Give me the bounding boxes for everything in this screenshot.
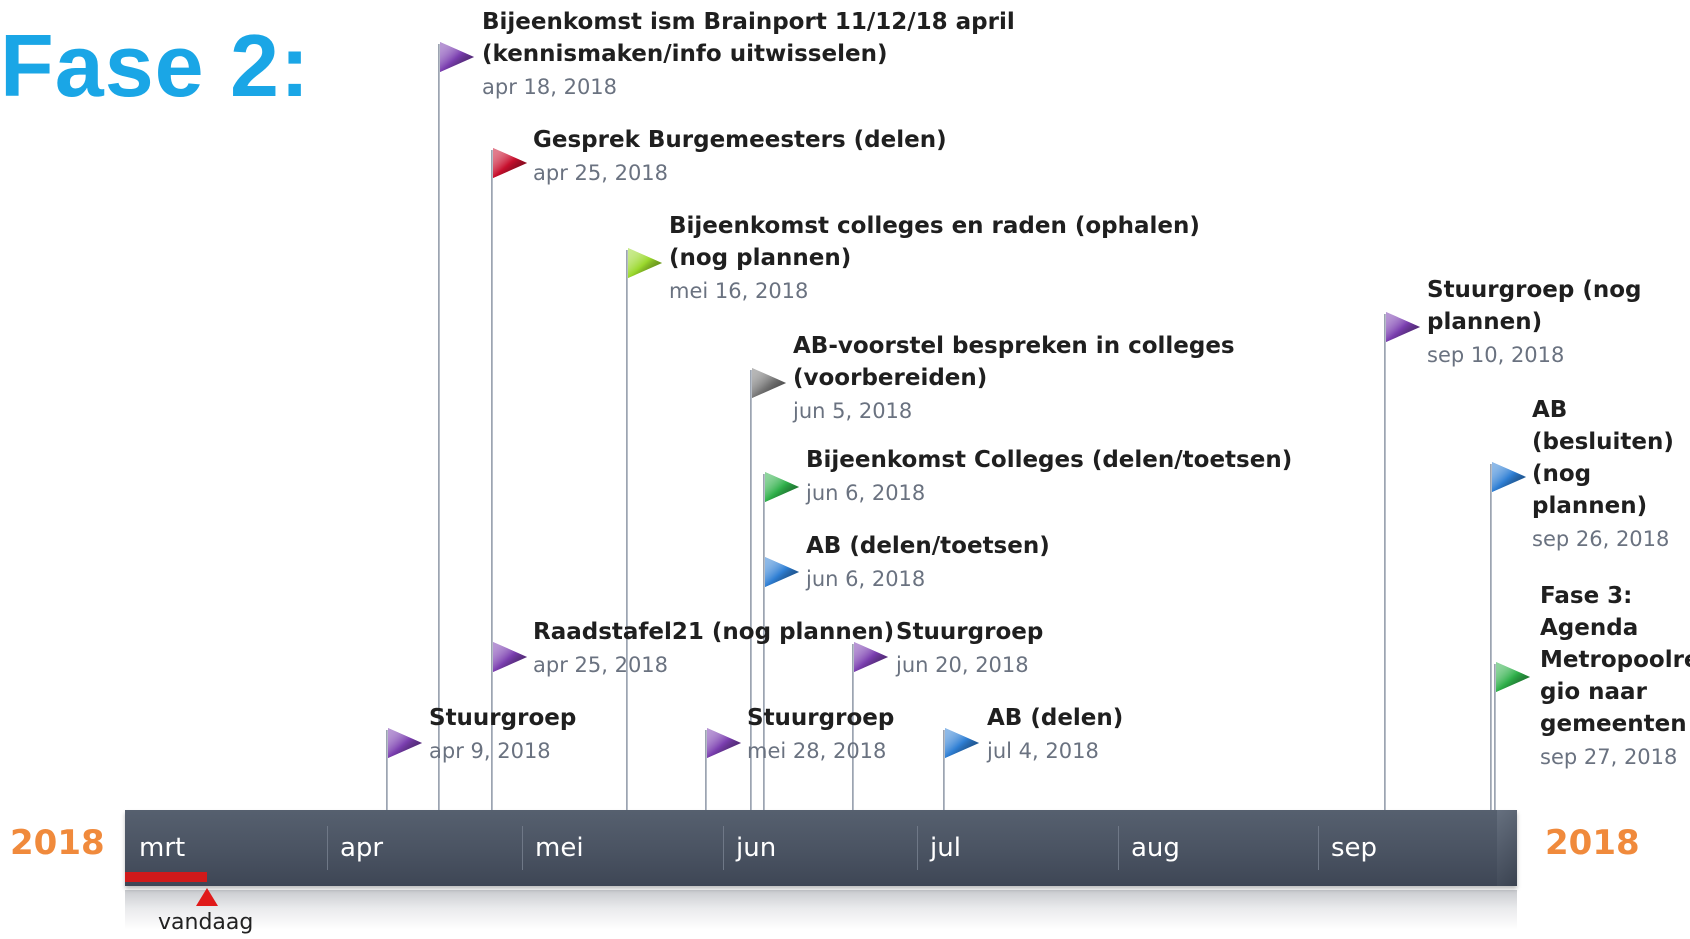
milestone-title: Stuurgroep	[896, 619, 1044, 645]
year-label-right: 2018	[1545, 823, 1640, 863]
milestone-title: Stuurgroep	[429, 705, 577, 731]
milestone-label: AB (besluiten) (nog plannen) sep 26, 2018	[1532, 394, 1674, 556]
milestone-label: Bijeenkomst colleges en raden (ophalen) (…	[669, 210, 1200, 308]
milestone-label: AB (delen/toetsen) jun 6, 2018	[806, 530, 1050, 596]
milestone-label: AB-voorstel bespreken in colleges (voorbe…	[793, 330, 1235, 428]
milestone-stem	[705, 730, 707, 810]
milestone-date: sep 10, 2018	[1427, 343, 1565, 367]
milestone-flag-icon	[440, 40, 474, 74]
milestone-title: AB-voorstel bespreken in colleges	[793, 333, 1235, 359]
milestone-date: jun 5, 2018	[793, 399, 913, 423]
milestone-stem	[491, 644, 493, 810]
milestone-flag-icon	[493, 146, 527, 180]
month-label-jul: jul	[917, 826, 961, 870]
milestone-label: Stuurgroep apr 9, 2018	[429, 702, 576, 768]
milestone-title: (besluiten)	[1532, 429, 1674, 455]
timeline-band	[125, 810, 1517, 886]
milestone-title: Fase 3:	[1540, 583, 1633, 609]
milestone-title: (kennismaken/info uitwisselen)	[482, 41, 888, 67]
milestone-title: Metropoolre	[1540, 647, 1690, 673]
month-label-mei: mei	[522, 826, 584, 870]
milestone-title: gemeenten	[1540, 711, 1687, 737]
milestone-stem	[491, 150, 493, 810]
month-label-aug: aug	[1118, 826, 1180, 870]
timeline-end-tip	[1497, 810, 1517, 886]
milestone-label: Bijeenkomst Colleges (delen/toetsen) jun …	[806, 444, 1292, 510]
milestone-title: plannen)	[1532, 493, 1648, 519]
milestone-label: Stuurgroep mei 28, 2018	[747, 702, 894, 768]
milestone-date: apr 18, 2018	[482, 75, 618, 99]
milestone-label: Raadstafel21 (nog plannen) apr 25, 2018	[533, 616, 894, 682]
milestone-flag-icon	[765, 470, 799, 504]
milestone-stem	[1490, 464, 1492, 810]
milestone-title: AB (delen/toetsen)	[806, 533, 1050, 559]
milestone-title: (voorbereiden)	[793, 365, 988, 391]
milestone-title: Stuurgroep	[747, 705, 895, 731]
milestone-date: sep 26, 2018	[1532, 527, 1670, 551]
milestone-date: sep 27, 2018	[1540, 745, 1678, 769]
month-label-mrt: mrt	[139, 833, 186, 863]
milestone-date: apr 25, 2018	[533, 653, 669, 677]
today-label: vandaag	[158, 910, 254, 935]
milestone-stem	[1384, 314, 1386, 810]
milestone-date: jun 6, 2018	[806, 567, 926, 591]
month-label-sep: sep	[1318, 826, 1377, 870]
milestone-flag-icon	[628, 246, 662, 280]
milestone-date: apr 25, 2018	[533, 161, 669, 185]
today-marker-icon	[196, 888, 218, 906]
milestone-date: jul 4, 2018	[987, 739, 1099, 763]
milestone-label: Stuurgroep jun 20, 2018	[896, 616, 1043, 682]
milestone-flag-icon	[707, 726, 741, 760]
milestone-date: mei 16, 2018	[669, 279, 809, 303]
milestone-title: Gesprek Burgemeesters (delen)	[533, 127, 947, 153]
milestone-title: (nog plannen)	[669, 245, 852, 271]
timeline-shadow	[125, 890, 1517, 930]
milestone-flag-icon	[854, 640, 888, 674]
milestone-stem	[943, 730, 945, 810]
milestone-label: Bijeenkomst ism Brainport 11/12/18 april…	[482, 6, 1015, 104]
milestone-label: Gesprek Burgemeesters (delen) apr 25, 201…	[533, 124, 947, 190]
milestone-date: jun 20, 2018	[896, 653, 1029, 677]
milestone-title: Bijeenkomst Colleges (delen/toetsen)	[806, 447, 1293, 473]
milestone-stem	[750, 370, 752, 810]
milestone-title: AB	[1532, 397, 1568, 423]
milestone-title: gio naar	[1540, 679, 1647, 705]
milestone-stem	[1494, 664, 1496, 810]
milestone-title: Agenda	[1540, 615, 1639, 641]
milestone-title: plannen)	[1427, 309, 1543, 335]
milestone-flag-icon	[1386, 310, 1420, 344]
page-title: Fase 2:	[0, 16, 311, 115]
milestone-flag-icon	[765, 555, 799, 589]
milestone-title: Bijeenkomst colleges en raden (ophalen)	[669, 213, 1200, 239]
milestone-stem	[763, 559, 765, 810]
milestone-stem	[386, 730, 388, 810]
month-label-jun: jun	[723, 826, 776, 870]
year-label-left: 2018	[10, 823, 105, 863]
milestone-title: AB (delen)	[987, 705, 1124, 731]
milestone-flag-icon	[388, 726, 422, 760]
milestone-title: Raadstafel21 (nog plannen)	[533, 619, 895, 645]
milestone-stem	[852, 644, 854, 810]
milestone-label: AB (delen) jul 4, 2018	[987, 702, 1123, 768]
milestone-title: Bijeenkomst ism Brainport 11/12/18 april	[482, 9, 1015, 35]
month-label-apr: apr	[327, 826, 383, 870]
milestone-label: Stuurgroep (nog plannen) sep 10, 2018	[1427, 274, 1641, 372]
milestone-date: jun 6, 2018	[806, 481, 926, 505]
today-progress-bar	[125, 872, 207, 882]
milestone-stem	[438, 44, 440, 810]
milestone-stem	[626, 250, 628, 810]
milestone-date: mei 28, 2018	[747, 739, 887, 763]
milestone-flag-icon	[1496, 660, 1530, 694]
milestone-flag-icon	[493, 640, 527, 674]
milestone-flag-icon	[752, 366, 786, 400]
milestone-flag-icon	[1492, 460, 1526, 494]
milestone-flag-icon	[945, 726, 979, 760]
milestone-title: (nog	[1532, 461, 1592, 487]
milestone-date: apr 9, 2018	[429, 739, 551, 763]
milestone-title: Stuurgroep (nog	[1427, 277, 1642, 303]
